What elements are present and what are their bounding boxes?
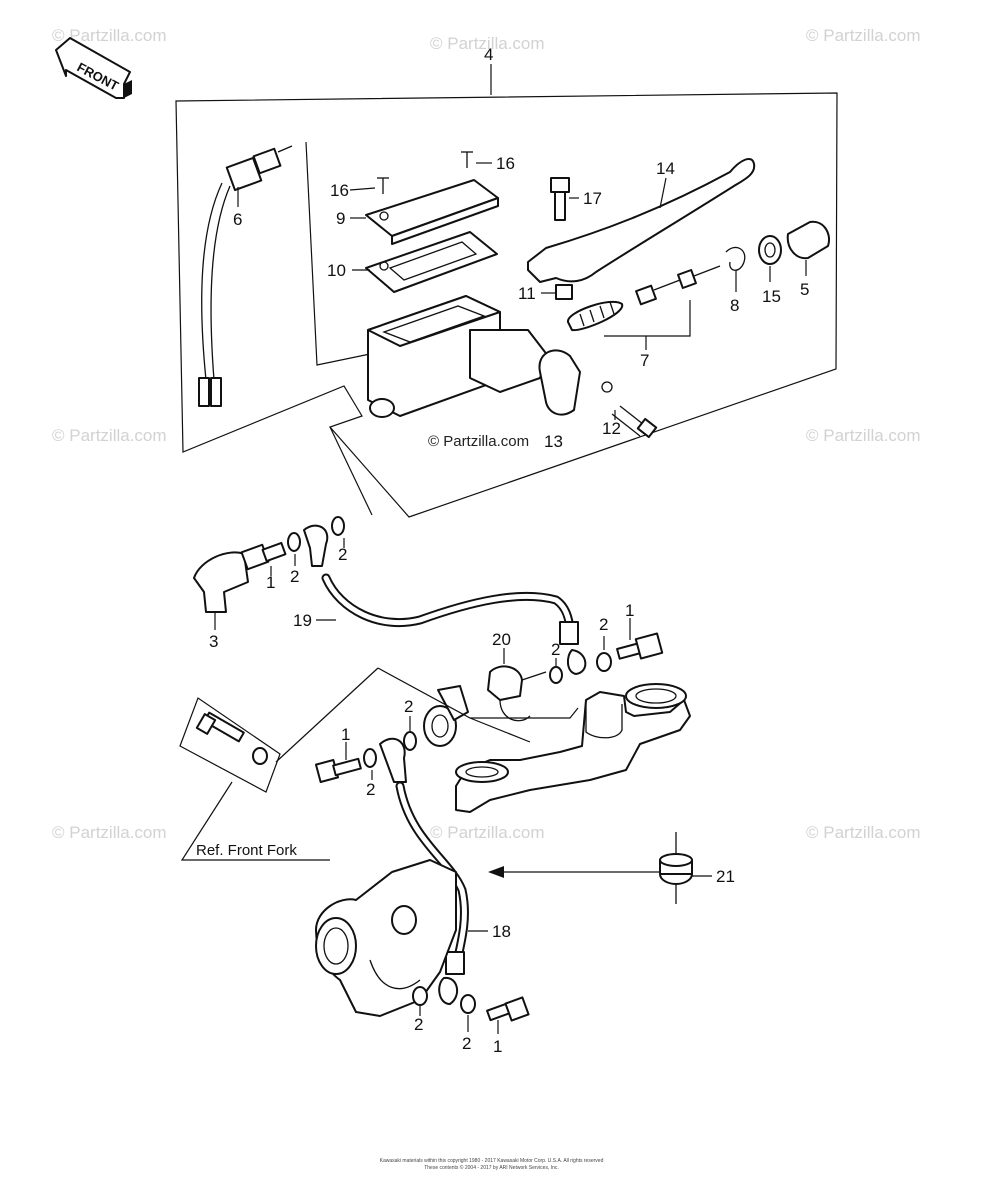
cap-screw-right bbox=[461, 151, 473, 168]
ref-front-fork-label: Ref. Front Fork bbox=[196, 842, 297, 859]
handlebar-clamp bbox=[538, 349, 581, 416]
callout-2-mid-b: 2 bbox=[599, 615, 608, 634]
hose-end-upper bbox=[303, 524, 329, 567]
piston-assembly bbox=[567, 265, 721, 332]
watermark-top-right: © Partzilla.com bbox=[806, 26, 921, 45]
banjo-bolt-bottom bbox=[486, 996, 530, 1022]
reservoir-cap bbox=[365, 179, 499, 245]
callout-5: 5 bbox=[800, 280, 809, 299]
center-credit: © Partzilla.com bbox=[428, 433, 529, 450]
callout-20: 20 bbox=[492, 630, 511, 649]
fork-link-line bbox=[329, 426, 373, 516]
callout-1-mid: 1 bbox=[625, 601, 634, 620]
master-cylinder-body bbox=[367, 295, 549, 418]
callout-10: 10 bbox=[327, 261, 346, 280]
callout-8: 8 bbox=[730, 296, 739, 315]
watermark-top-left: © Partzilla.com bbox=[52, 26, 167, 45]
hose-joint bbox=[487, 665, 547, 722]
callout-1-bottom: 1 bbox=[493, 1037, 502, 1056]
callout-7: 7 bbox=[640, 351, 649, 370]
callout-18: 18 bbox=[492, 922, 511, 941]
clamp-bolts bbox=[601, 381, 658, 439]
brake-caliper bbox=[315, 859, 457, 1017]
banjo-bolt-lower-upper bbox=[314, 757, 362, 784]
callout-2-mid-a: 2 bbox=[551, 640, 560, 659]
upper-brake-hose bbox=[321, 573, 587, 675]
callout-16-right: 16 bbox=[496, 154, 515, 173]
brake-lever bbox=[527, 157, 756, 283]
callout-2-bottom-b: 2 bbox=[462, 1034, 471, 1053]
watermark-low-left: © Partzilla.com bbox=[52, 823, 167, 842]
brake-light-switch bbox=[198, 145, 293, 407]
reservoir-diaphragm bbox=[365, 231, 498, 293]
banjo-bolt-mid bbox=[616, 632, 664, 660]
footer-copyright-line2: These contents © 2004 - 2017 by ARI Netw… bbox=[424, 1165, 559, 1171]
watermark-low-right: © Partzilla.com bbox=[806, 823, 921, 842]
callout-3: 3 bbox=[209, 632, 218, 651]
watermark-mid-left: © Partzilla.com bbox=[52, 426, 167, 445]
bleed-valve-cap bbox=[659, 832, 693, 904]
bracket-ref-line bbox=[377, 667, 579, 719]
fork-bracket bbox=[455, 683, 691, 813]
caliper-arrow-head bbox=[488, 866, 504, 878]
dust-boot bbox=[758, 235, 782, 265]
callout-2-upper-a: 2 bbox=[290, 567, 299, 586]
banjo-cap bbox=[193, 551, 249, 613]
callout-2-upper-b: 2 bbox=[338, 545, 347, 564]
callout-2-lower-a: 2 bbox=[366, 780, 375, 799]
lever-pivot-bolt bbox=[550, 177, 570, 221]
callout-21: 21 bbox=[716, 867, 735, 886]
front-arrow-icon: FRONT bbox=[55, 37, 132, 99]
piston-stop-washer bbox=[555, 284, 573, 300]
lever-cap bbox=[786, 220, 830, 260]
callout-11: 11 bbox=[518, 284, 536, 303]
ref-front-fork-inset bbox=[179, 667, 379, 861]
banjo-bolt-upper bbox=[240, 541, 287, 571]
callout-9: 9 bbox=[336, 209, 345, 228]
circlip bbox=[725, 246, 746, 271]
callout-2-bottom-a: 2 bbox=[414, 1015, 423, 1034]
joint-nut bbox=[423, 685, 469, 747]
callout-13: 13 bbox=[544, 432, 563, 451]
callout-16-left: 16 bbox=[330, 181, 349, 200]
washer-bottom-a bbox=[412, 986, 428, 1006]
callout-1-upper: 1 bbox=[266, 573, 275, 592]
washer-mid-a bbox=[549, 666, 563, 684]
switch-group-outline bbox=[305, 141, 371, 366]
callout-17: 17 bbox=[583, 189, 602, 208]
washer-lower-c bbox=[403, 731, 417, 751]
cap-screw-left bbox=[377, 177, 389, 194]
callout-14: 14 bbox=[656, 159, 675, 178]
washer-lower-a bbox=[363, 748, 377, 768]
washer-mid-b bbox=[596, 652, 612, 672]
washer-upper-b bbox=[331, 516, 345, 536]
callout-15: 15 bbox=[762, 287, 781, 306]
footer-copyright-line1: Kawasaki materials within this copyright… bbox=[379, 1158, 604, 1164]
callout-2-lower-c: 2 bbox=[404, 697, 413, 716]
callout-12: 12 bbox=[602, 419, 621, 438]
callout-1-lower-a: 1 bbox=[341, 725, 350, 744]
watermark-low-center: © Partzilla.com bbox=[430, 823, 545, 842]
washer-bottom-b bbox=[460, 994, 476, 1014]
watermark-mid-right: © Partzilla.com bbox=[806, 426, 921, 445]
lower-brake-hose bbox=[379, 737, 469, 1005]
callout-4: 4 bbox=[484, 45, 493, 64]
callout-6: 6 bbox=[233, 210, 242, 229]
washer-upper-a bbox=[287, 532, 301, 552]
watermark-top-center: © Partzilla.com bbox=[430, 34, 545, 53]
callout-19: 19 bbox=[293, 611, 312, 630]
